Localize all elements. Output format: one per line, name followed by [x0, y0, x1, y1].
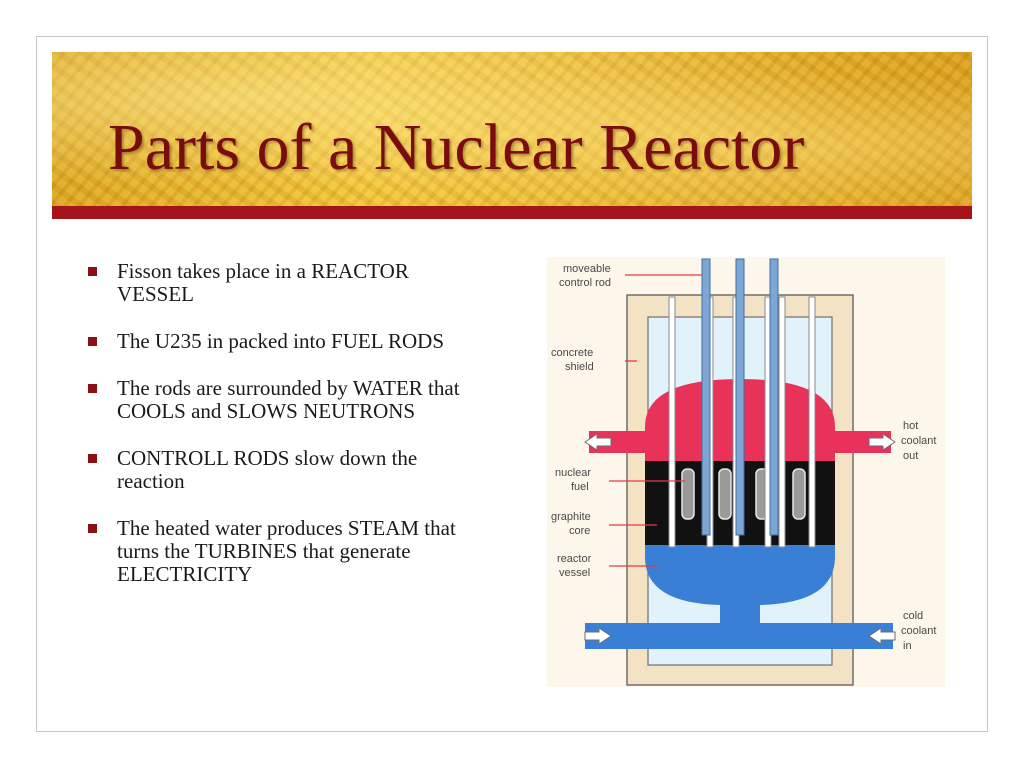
bullet-item: Fisson takes place in a REACTOR VESSEL [88, 260, 488, 306]
label-concrete-shield: shield [565, 361, 594, 373]
label-cold-coolant: in [903, 640, 912, 652]
fuel-rod [718, 468, 732, 520]
bullet-text: CONTROLL RODS slow down the reaction [117, 446, 418, 493]
reactor-diagram: moveable control rod concrete shield nuc… [547, 257, 945, 687]
label-nuclear-fuel: nuclear [555, 467, 591, 479]
bullet-item: The rods are surrounded by WATER that CO… [88, 377, 488, 423]
label-graphite-core: core [569, 525, 590, 537]
label-reactor-vessel: vessel [559, 567, 590, 579]
bullet-item: The U235 in packed into FUEL RODS [88, 330, 488, 353]
label-reactor-vessel: reactor [557, 553, 592, 565]
label-cold-coolant: cold [903, 610, 923, 622]
cold-coolant-pipe [585, 623, 893, 649]
label-nuclear-fuel: fuel [571, 481, 589, 493]
cold-in-left-arrow-icon [584, 627, 612, 645]
bullet-text: The U235 in packed into FUEL RODS [117, 329, 445, 353]
control-rods [701, 258, 779, 536]
square-bullet-icon [88, 267, 97, 276]
square-bullet-icon [88, 384, 97, 393]
control-rod [769, 258, 779, 536]
leader-lines [609, 274, 702, 567]
hot-out-left-arrow-icon [584, 433, 612, 451]
label-cold-coolant: coolant [901, 625, 936, 637]
flow-arrows [584, 433, 896, 645]
bullet-text: Fisson takes place in a REACTOR VESSEL [117, 259, 409, 306]
slide-title: Parts of a Nuclear Reactor [108, 111, 805, 184]
label-concrete-shield: concrete [551, 347, 593, 359]
label-control-rod: control rod [559, 277, 611, 289]
guide-tube [808, 296, 816, 548]
bullet-list: Fisson takes place in a REACTOR VESSEL T… [88, 260, 488, 610]
bullet-text: The rods are surrounded by WATER that CO… [117, 376, 460, 423]
square-bullet-icon [88, 454, 97, 463]
guide-tube [668, 296, 676, 548]
title-underline-bar [52, 206, 972, 219]
cold-coolant-bowl [645, 545, 835, 625]
reactor-diagram-svg: moveable control rod concrete shield nuc… [547, 257, 945, 687]
hot-coolant-pipe-left [589, 431, 649, 453]
fuel-rod [792, 468, 806, 520]
label-hot-coolant: hot [903, 420, 918, 432]
label-control-rod: moveable [563, 263, 611, 275]
label-hot-coolant: out [903, 450, 918, 462]
square-bullet-icon [88, 524, 97, 533]
hot-out-right-arrow-icon [868, 433, 896, 451]
control-rod [735, 258, 745, 536]
label-hot-coolant: coolant [901, 435, 936, 447]
label-graphite-core: graphite [551, 511, 591, 523]
fuel-rods [681, 468, 806, 520]
control-rod [701, 258, 711, 536]
bullet-item: CONTROLL RODS slow down the reaction [88, 447, 488, 493]
title-background [52, 52, 972, 206]
cold-in-right-arrow-icon [868, 627, 896, 645]
bullet-item: The heated water produces STEAM that tur… [88, 517, 488, 586]
bullet-text: The heated water produces STEAM that tur… [117, 516, 456, 586]
square-bullet-icon [88, 337, 97, 346]
guide-tube [778, 296, 786, 548]
hot-coolant-pipe-right [831, 431, 891, 453]
fuel-rod [681, 468, 695, 520]
